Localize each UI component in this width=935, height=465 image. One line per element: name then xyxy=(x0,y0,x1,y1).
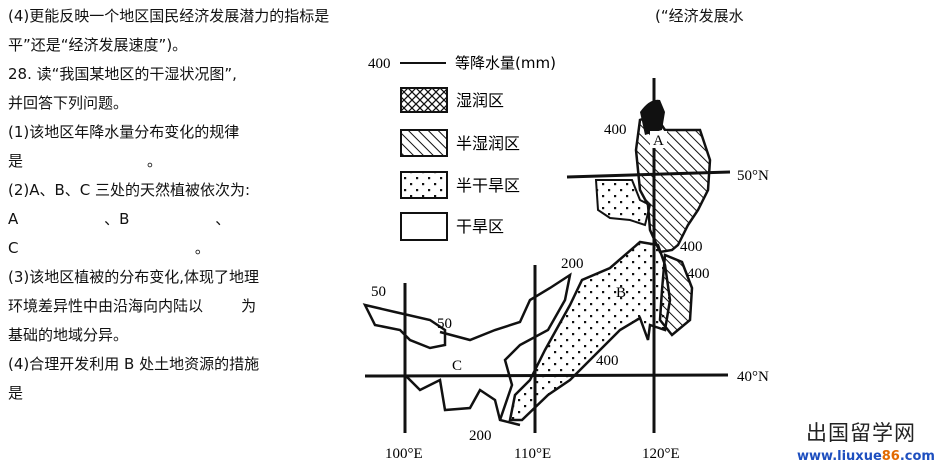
answer-blank: 是 。 xyxy=(8,152,162,170)
isoline-label: 200 xyxy=(469,428,492,444)
legend-label: 湿润区 xyxy=(456,91,504,110)
latitude-line-50n xyxy=(566,170,731,179)
semi-humid-region xyxy=(634,113,712,254)
isoline-label: 400 xyxy=(680,239,703,255)
latitude-line-40n xyxy=(364,373,729,378)
question-title: 28. 读“我国某地区的干湿状况图”, xyxy=(8,65,237,83)
legend-value: 400 xyxy=(368,56,391,72)
watermark-url-part: www.liuxue xyxy=(797,449,882,464)
isoline-label: 200 xyxy=(561,256,584,272)
watermark-name: 出国留学网 xyxy=(806,421,916,445)
isoline-label: 400 xyxy=(596,353,619,369)
longitude-label: 120°E xyxy=(642,446,680,462)
isoline-200 xyxy=(439,272,572,421)
question-line: (“经济发展水 xyxy=(655,7,744,25)
latitude-label: 50°N xyxy=(737,168,769,184)
legend-label: 干旱区 xyxy=(456,217,504,236)
question-line: (3)该地区植被的分布变化,体现了地理 xyxy=(8,268,260,286)
question-line: (4)合理开发利用 B 处土地资源的措施 xyxy=(8,355,260,373)
legend-title: 等降水量(mm) xyxy=(455,54,556,72)
latitude-label: 40°N xyxy=(737,369,769,385)
label-b: B xyxy=(616,285,626,301)
legend-label: 半干旱区 xyxy=(456,176,520,195)
watermark-url-part: .com xyxy=(899,449,935,464)
legend-swatch-arid xyxy=(400,212,448,241)
watermark-url: www.liuxue86.com xyxy=(797,449,935,464)
isoline-label: 50 xyxy=(371,284,386,300)
legend-label: 半湿润区 xyxy=(456,134,520,153)
answer-blank: 是 xyxy=(8,384,24,402)
question-line: 环境差异性中由沿海向内陆以 为 xyxy=(8,297,257,315)
answer-blank: A 、B 、 xyxy=(8,210,231,228)
label-bg xyxy=(650,131,667,148)
answer-blank: C 。 xyxy=(8,239,210,257)
legend-swatch-semi-arid xyxy=(400,171,448,199)
isoline-label: 50 xyxy=(437,316,452,332)
isoline-label: 400 xyxy=(604,122,627,138)
question-line: (1)该地区年降水量分布变化的规律 xyxy=(8,123,240,141)
isoline-label: 400 xyxy=(687,266,710,282)
question-line: 并回答下列问题。 xyxy=(8,94,129,112)
semi-arid-region-north xyxy=(594,179,652,227)
isoline-50 xyxy=(362,303,447,350)
legend-swatch-semi-humid xyxy=(400,129,448,157)
label-a: A xyxy=(653,133,664,149)
legend-swatch-humid xyxy=(400,87,448,113)
question-line: 基础的地域分异。 xyxy=(8,326,129,344)
question-line: (2)A、B、C 三处的天然植被依次为: xyxy=(8,181,251,199)
border-south xyxy=(404,374,521,427)
question-line: 平”还是“经济发展速度”)。 xyxy=(8,36,188,54)
longitude-label: 110°E xyxy=(514,446,551,462)
question-line: (4)更能反映一个地区国民经济发展潜力的指标是 xyxy=(8,7,330,25)
longitude-label: 100°E xyxy=(385,446,423,462)
watermark-url-part: 86 xyxy=(881,449,900,464)
label-c: C xyxy=(452,358,462,374)
